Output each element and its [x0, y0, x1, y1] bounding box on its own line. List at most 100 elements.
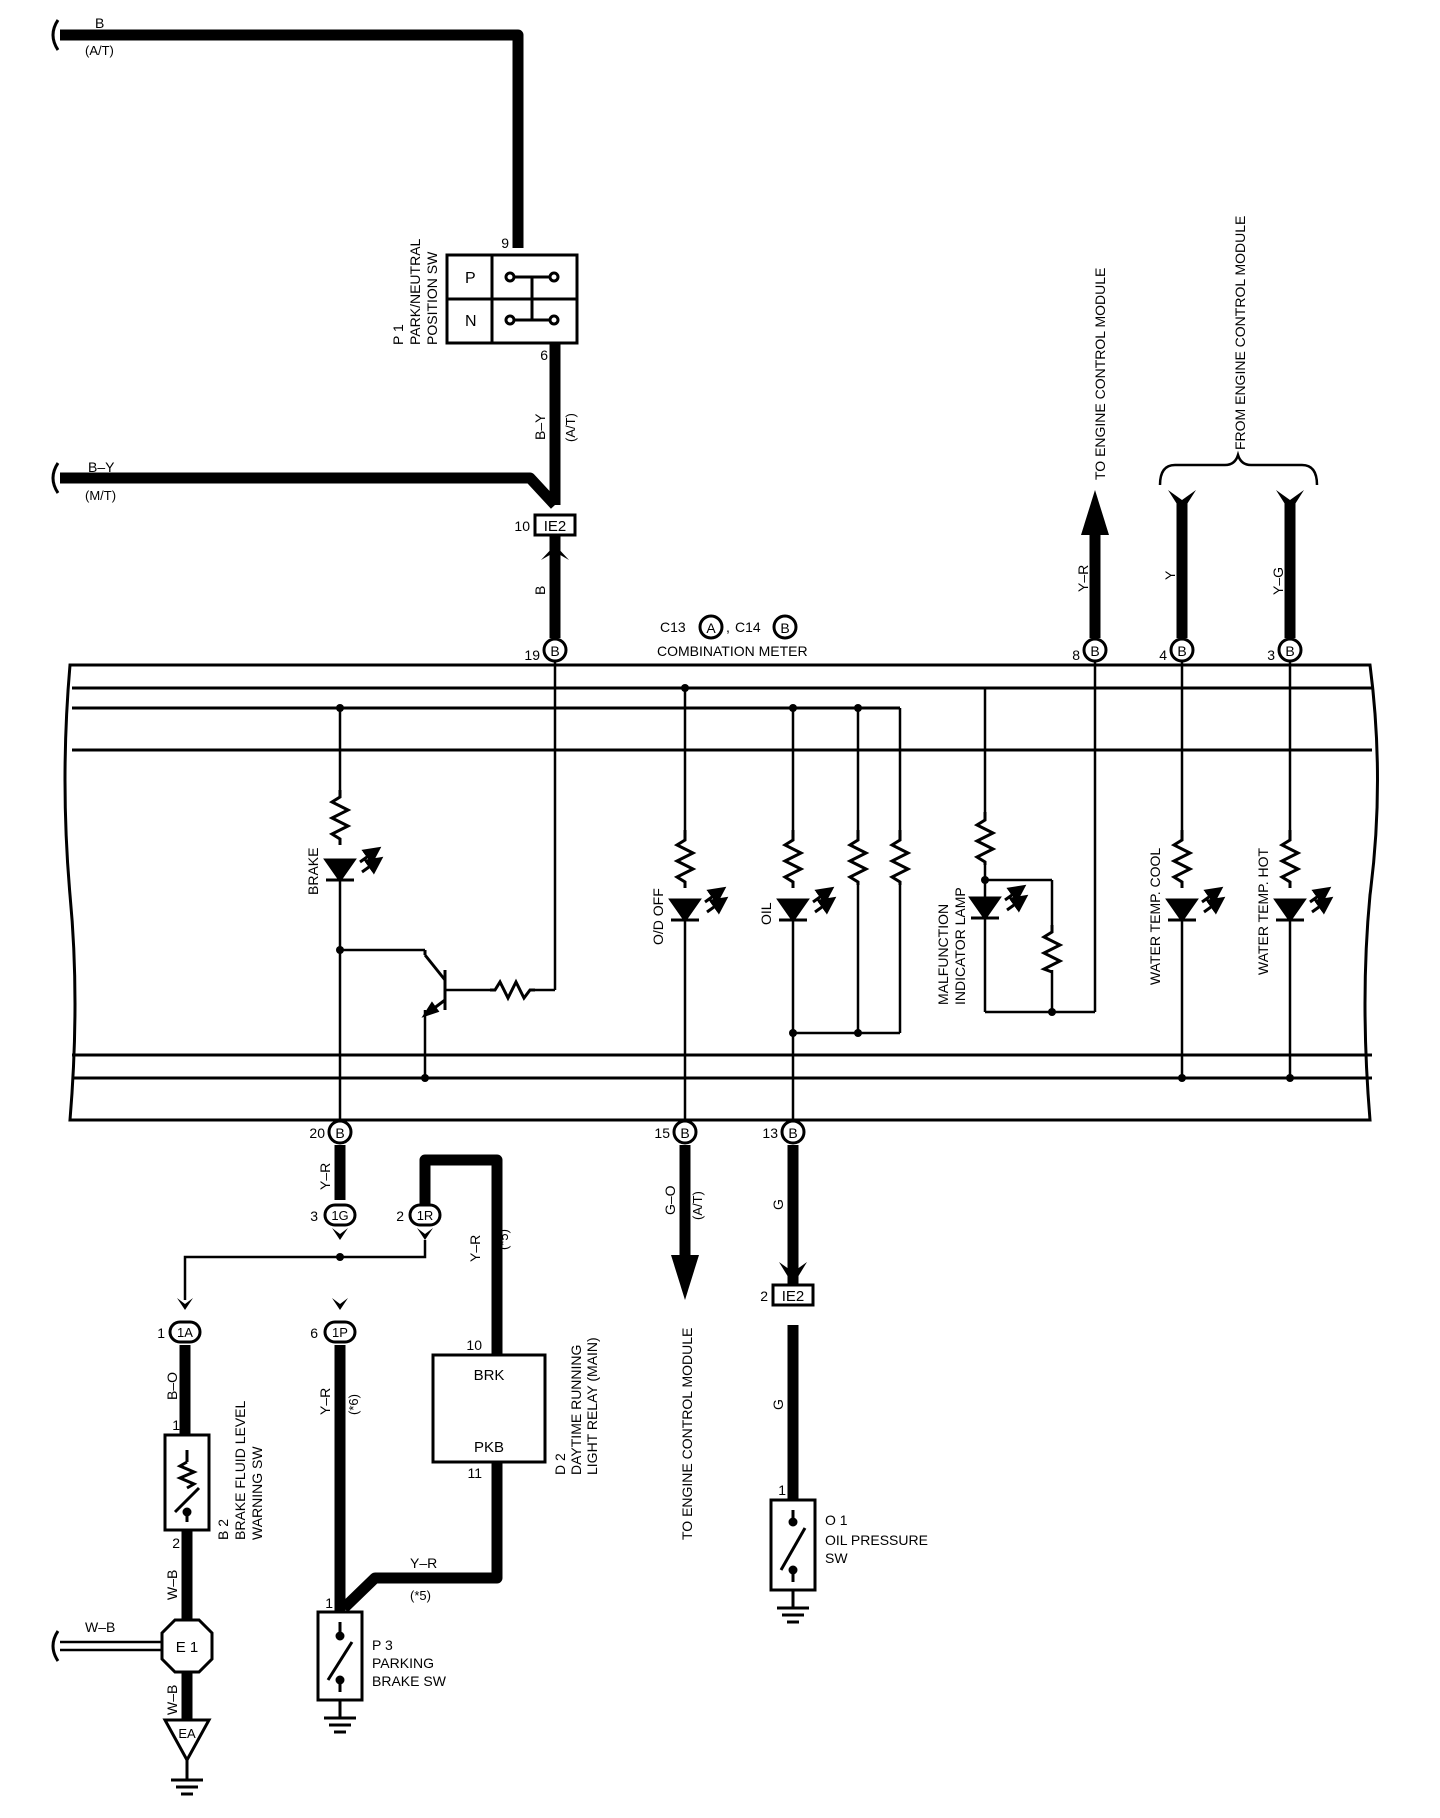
pin20-number: 20 — [309, 1125, 325, 1141]
led-cool-icon — [1165, 886, 1226, 923]
wire-yr-parking: Y–R — [317, 1388, 333, 1415]
inline-connector-arrows — [177, 1228, 433, 1310]
led-od-off-icon — [668, 886, 729, 923]
pin3-letter: B — [1285, 643, 1294, 659]
wire-yr-pkb: Y–R — [410, 1555, 437, 1571]
harness-wires — [60, 29, 1296, 1720]
connector-ie2-bottom — [771, 1283, 815, 1307]
pin15-letter: B — [680, 1125, 689, 1141]
pin20-letter: B — [335, 1125, 344, 1141]
meter-letter-a: A — [706, 620, 716, 636]
ea-label: EA — [178, 1726, 196, 1741]
meter-bus-lines — [72, 686, 1372, 1080]
pin15-number: 15 — [654, 1125, 670, 1141]
wire-star6: (*6) — [346, 1394, 361, 1415]
lamp-mil-label-2: INDICATOR LAMP — [952, 887, 968, 1005]
c1r-label: 1R — [417, 1208, 434, 1223]
pin19-number: 19 — [524, 647, 540, 663]
led-hot-icon — [1273, 886, 1334, 923]
c1g-label: 1G — [331, 1208, 348, 1223]
relay-pin-11: 11 — [467, 1465, 482, 1481]
ie2-top-label: IE2 — [544, 518, 567, 535]
pin13-letter: B — [788, 1125, 797, 1141]
c1a-label: 1A — [177, 1325, 193, 1340]
ea-ground-triangle — [162, 1718, 212, 1764]
pin13-number: 13 — [762, 1125, 778, 1141]
connector-ie2-top — [533, 513, 577, 537]
parking-brake-name1: PARKING — [372, 1655, 434, 1671]
inline-connectors — [168, 1203, 442, 1344]
parking-brake-id: P 3 — [372, 1637, 393, 1653]
park-neutral-name2: POSITION SW — [424, 251, 440, 345]
parking-brake-pin1: 1 — [325, 1595, 333, 1611]
arrow-from-ecm-y — [1168, 490, 1196, 512]
c1r-pin: 2 — [396, 1208, 404, 1224]
meter-connector-b: C14 — [735, 619, 761, 635]
brake-fluid-pin1: 1 — [172, 1417, 180, 1433]
wire-g-upper: G — [770, 1199, 786, 1210]
oil-pressure-switch — [769, 1498, 817, 1592]
parking-brake-name2: BRAKE SW — [372, 1673, 447, 1689]
wb-double-wire — [60, 1640, 162, 1652]
ie2-top-pin: 10 — [514, 518, 530, 534]
branch-wires — [183, 1240, 427, 1300]
park-neutral-n: N — [465, 313, 477, 330]
wire-wb-left: W–B — [85, 1619, 115, 1635]
wire-yr-brake: Y–R — [317, 1163, 333, 1190]
pin4-letter: B — [1177, 643, 1186, 659]
brake-fluid-pin2: 2 — [172, 1535, 180, 1551]
arrow-to-ecm-bottom — [671, 1255, 699, 1300]
ie2-bottom-pin: 2 — [760, 1288, 768, 1304]
brake-fluid-switch — [163, 1433, 211, 1532]
wire-g-lower: G — [770, 1399, 786, 1410]
park-neutral-switch — [445, 253, 579, 345]
combination-meter-label: COMBINATION METER — [657, 643, 808, 659]
wire-wb-ground: W–B — [164, 1685, 180, 1715]
led-brake-icon — [323, 846, 384, 883]
transistor-icon — [421, 950, 447, 1018]
pin19-letter: B — [550, 643, 559, 659]
wire-star5-bottom: (*5) — [410, 1588, 431, 1603]
park-neutral-pin9: 9 — [501, 235, 509, 251]
relay-pin-10: 10 — [466, 1337, 482, 1353]
pin3-number: 3 — [1267, 647, 1275, 663]
junction-dots — [336, 684, 1294, 1261]
oil-pressure-pin1: 1 — [778, 1482, 786, 1498]
relay-brk: BRK — [474, 1367, 505, 1384]
daytime-running-relay-box — [431, 1353, 547, 1464]
wire-go: G–O — [662, 1185, 678, 1215]
meter-connector-a: C13 — [660, 619, 686, 635]
wire-star5-top: (*5) — [496, 1229, 511, 1250]
led-malfunction-icon — [968, 884, 1029, 921]
wire-yr-upper: Y–R — [1075, 565, 1091, 592]
meter-internal-wiring — [338, 655, 1292, 1125]
ie2-bottom-label: IE2 — [782, 1288, 805, 1305]
park-neutral-pin6: 6 — [540, 347, 548, 363]
ecm-bracket — [1158, 450, 1319, 486]
wire-at-vertical: (A/T) — [563, 413, 578, 442]
brake-fluid-id: B 2 — [215, 1519, 231, 1540]
wire-b-lower: B — [532, 586, 548, 595]
c1p-label: 1P — [332, 1325, 348, 1340]
meter-letter-b: B — [780, 620, 789, 636]
park-neutral-p: P — [465, 270, 476, 287]
pin8-letter: B — [1090, 643, 1099, 659]
lamp-brake-label: BRAKE — [305, 848, 321, 895]
relay-name2: LIGHT RELAY (MAIN) — [584, 1337, 600, 1475]
led-oil-icon — [776, 886, 837, 923]
arrow-from-ecm-yg — [1276, 490, 1304, 512]
relay-name1: DAYTIME RUNNING — [568, 1345, 584, 1475]
wire-y-upper: Y — [1162, 570, 1178, 580]
c1p-pin: 6 — [310, 1325, 318, 1341]
c1g-pin: 3 — [310, 1208, 318, 1224]
arrow-ie2-bottom — [779, 1262, 807, 1285]
wire-ends — [51, 19, 60, 1662]
parking-brake-switch — [316, 1610, 364, 1702]
park-neutral-id: P 1 — [390, 324, 406, 345]
pin4-number: 4 — [1159, 647, 1167, 663]
to-ecm-bottom: TO ENGINE CONTROL MODULE — [679, 1328, 695, 1540]
ground-icons — [171, 1590, 809, 1796]
wire-by-vertical: B–Y — [532, 413, 548, 440]
wire-bo: B–O — [164, 1372, 180, 1400]
